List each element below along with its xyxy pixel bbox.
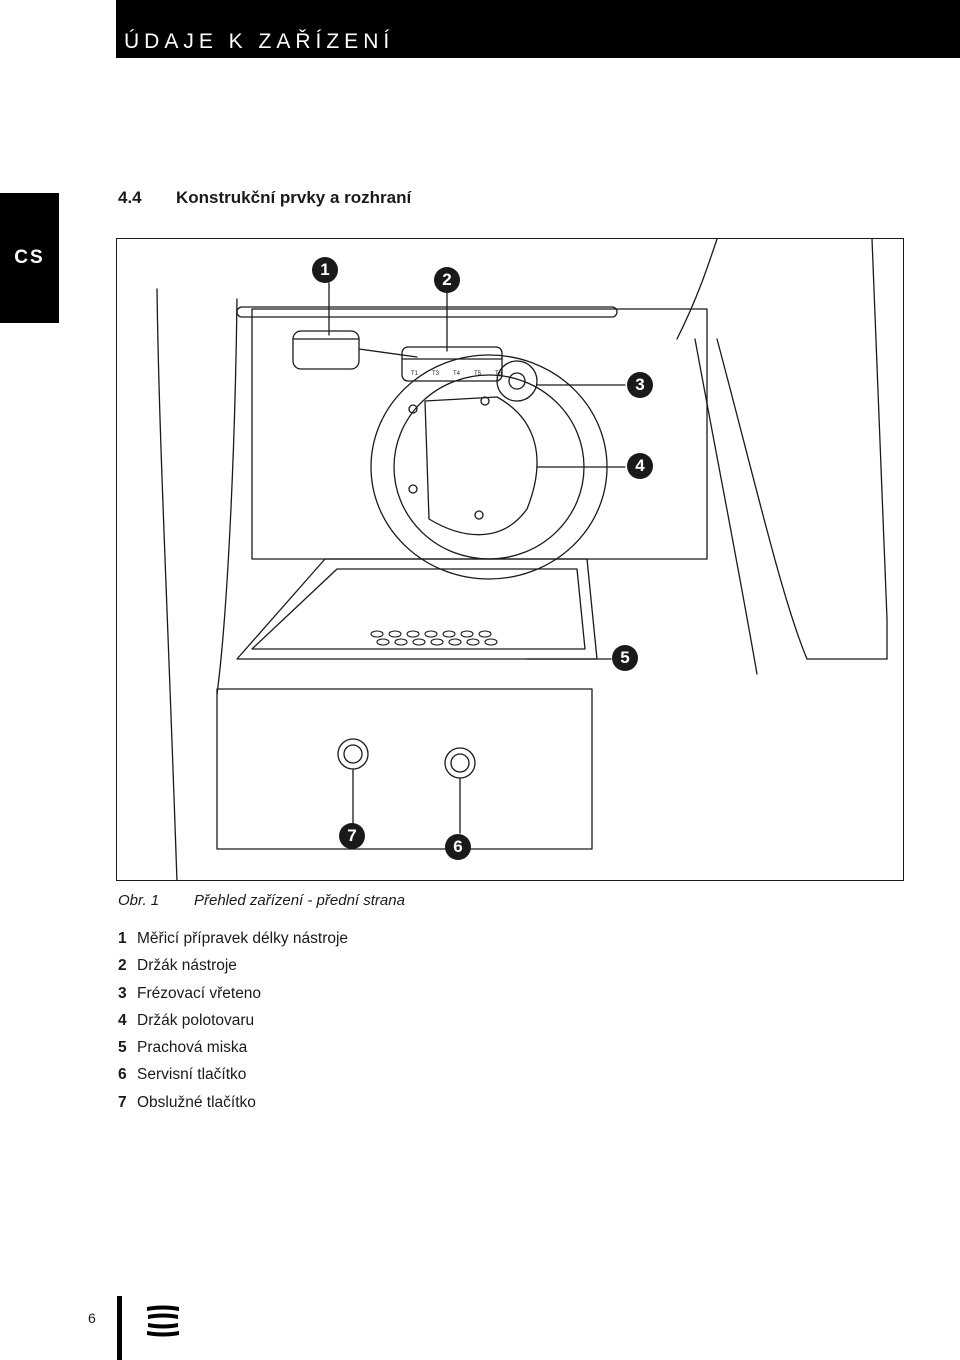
callout-5: 5 [612,645,638,671]
cabinet-right-side [694,338,758,675]
legend-number: 6 [118,1066,127,1084]
dust-tray [236,558,598,660]
housing-far-right [871,239,888,660]
holder-position-label: T1 [411,371,419,377]
callout-3: 3 [627,372,653,398]
device-illustration: T1 T3 T4 T5 T6 [156,239,888,880]
spindle-nut [508,372,526,390]
legend-label: Měřicí přípravek délky nástroje [137,930,349,947]
service-button [444,747,476,779]
service-button-cap [450,753,470,773]
holder-screw [408,484,418,494]
holder-screw [408,404,418,414]
front-panel [216,688,593,850]
dust-tray-holes [370,630,498,646]
caption-prefix: Obr. 1 [118,892,160,909]
legend-number: 1 [118,930,127,947]
legend-item: 4 Držák polotovaru [118,1010,348,1037]
language-tab: CS [0,193,59,323]
milling-spindle [496,360,538,402]
cabinet-left-side [216,298,238,695]
legend-item: 3 Frézovací vřeteno [118,983,348,1010]
holder-screw [480,396,490,406]
legend-number: 7 [118,1093,127,1111]
legend-item: 5 Prachová miska [118,1037,348,1064]
holder-position-label: T4 [453,371,461,377]
operating-button [337,738,369,770]
callout-7: 7 [339,823,365,849]
figure-caption: Obr. 1 Přehled zařízení - přední strana [118,892,405,909]
brand-stripes-graphic [147,1305,179,1337]
footer-divider [117,1296,122,1360]
tool-holder [401,346,503,382]
legend-label: Servisní tlačítko [137,1066,247,1084]
housing-right-edge [716,338,808,660]
legend-item: 2 Držák nástroje [118,955,348,982]
legend-number: 3 [118,984,127,1002]
legend-item: 7 Obslužné tlačítko [118,1092,348,1119]
workpiece-holder-bracket [424,396,538,536]
page-number: 6 [88,1310,96,1326]
section-number: 4.4 [118,188,142,207]
legend-label: Držák polotovaru [137,1011,255,1029]
legend-label: Frézovací vřeteno [137,984,262,1002]
dust-tray-inner [251,568,586,650]
legend-label: Obslužné tlačítko [137,1093,256,1111]
top-rail [236,306,618,318]
brand-stripes-icon [145,1303,181,1344]
holder-screw [474,510,484,520]
callout-1: 1 [312,257,338,283]
holder-position-label: T3 [432,371,440,377]
tool-length-gauge [292,330,360,370]
holder-position-label: T5 [474,371,482,377]
legend-item: 6 Servisní tlačítko [118,1064,348,1091]
housing-top-right [676,239,718,340]
legend-number: 2 [118,957,127,975]
header-bar: ÚDAJE K ZAŘÍZENÍ [116,0,960,58]
legend-label: Držák nástroje [137,957,237,975]
caption-text: Přehled zařízení - přední strana [194,892,405,909]
gauge-arm [358,348,418,358]
section-heading: 4.4 Konstrukční prvky a rozhraní [118,188,411,208]
section-title: Konstrukční prvky a rozhraní [176,188,412,207]
callout-2: 2 [434,267,460,293]
callout-4: 4 [627,453,653,479]
legend-number: 4 [118,1011,127,1029]
legend-label: Prachová miska [137,1039,248,1057]
device-figure: T1 T3 T4 T5 T6 1 2 3 4 5 6 7 [116,238,904,881]
holder-position-label: T6 [495,371,503,377]
page-title: ÚDAJE K ZAŘÍZENÍ [124,30,395,53]
legend-number: 5 [118,1039,127,1057]
callout-6: 6 [445,834,471,860]
legend-item: 1 Měřicí přípravek délky nástroje [118,928,348,955]
housing-left-edge [156,288,178,880]
operating-button-cap [343,744,363,764]
